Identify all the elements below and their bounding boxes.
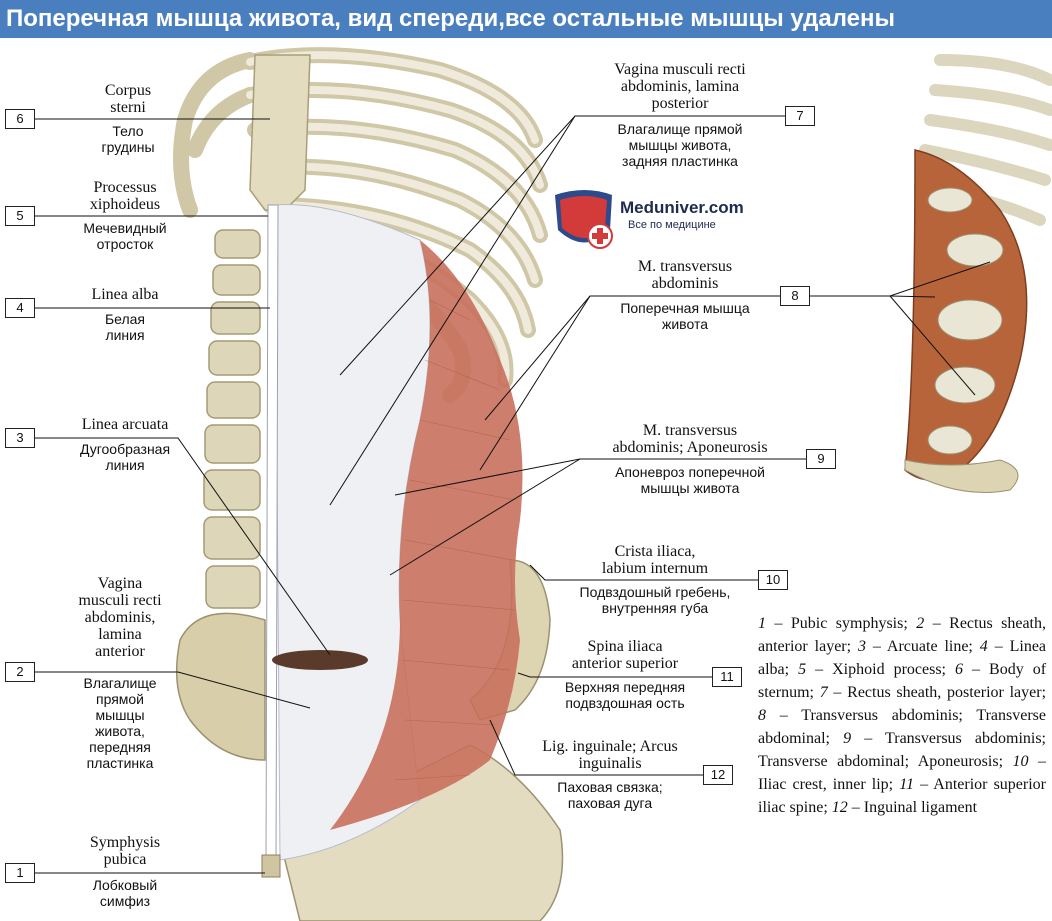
- label-12-number: 12: [703, 765, 733, 785]
- legend-item: 2 – Rectus sheath, anterior layer;: [758, 615, 1047, 655]
- legend-item: 9 – Transversus abdominis; Transverse ab…: [758, 730, 1046, 770]
- label-10-number: 10: [758, 570, 788, 590]
- legend-item: 4 – Linea alba;: [758, 638, 1047, 678]
- legend-item: 8 – Transversus abdominis; Transverse ab…: [758, 707, 1046, 747]
- legend-item: 3 – Arcuate line;: [857, 638, 973, 655]
- arcuate-line: [272, 650, 368, 670]
- label-11-number: 11: [712, 667, 742, 687]
- label-5-number: 5: [5, 206, 35, 226]
- label-7-number: 7: [785, 106, 815, 126]
- label-4-latin: Linea alba: [91, 286, 159, 303]
- label-3-number: 3: [5, 428, 35, 448]
- label-9-number: 9: [806, 449, 836, 469]
- legend-item: 7 – Rectus sheath, posterior layer;: [819, 684, 1047, 701]
- leader-lines: [34, 115, 991, 874]
- left-pelvis: [175, 612, 266, 761]
- sternum: [249, 54, 311, 211]
- linea-alba: [265, 204, 279, 861]
- legend-item: 11 – Anterior superior iliac spine;: [758, 776, 1047, 816]
- label-8-number: 8: [780, 286, 810, 306]
- legend-item: 5 – Xiphoid process;: [798, 661, 947, 678]
- transversus-muscle: [330, 240, 523, 830]
- page-title: Поперечная мышца живота, вид спереди,все…: [0, 0, 1052, 38]
- legend-item: 12 – Inguinal ligament: [831, 799, 978, 816]
- label-2-number: 2: [5, 662, 35, 682]
- legend-item: 1 – Pubic symphysis;: [758, 615, 908, 632]
- logo-tagline: Все по медицине: [628, 219, 716, 231]
- logo-shield-icon: [555, 190, 613, 249]
- label-10-russian: Подвздошный гребень,внутренняя губа: [579, 584, 731, 616]
- legend: 1 – Pubic symphysis; 2 – Rectus sheath, …: [758, 612, 1046, 819]
- label-6-number: 6: [5, 109, 35, 129]
- label-3-latin: Linea arcuata: [81, 416, 169, 433]
- label-1-number: 1: [5, 863, 35, 883]
- legend-item: 6 – Body of sternum;: [758, 661, 1047, 701]
- side-figure: [904, 54, 1052, 493]
- label-4-number: 4: [5, 298, 35, 318]
- symphysis: [261, 854, 281, 878]
- legend-item: 10 – Iliac crest, inner lip;: [758, 753, 1046, 793]
- logo-name: Meduniver.com: [620, 198, 744, 217]
- label-12-russian: Паховая связка;паховая дуга: [557, 779, 663, 811]
- label-10-latin: Crista iliaca,labium internum: [601, 543, 709, 577]
- spine: [203, 229, 261, 609]
